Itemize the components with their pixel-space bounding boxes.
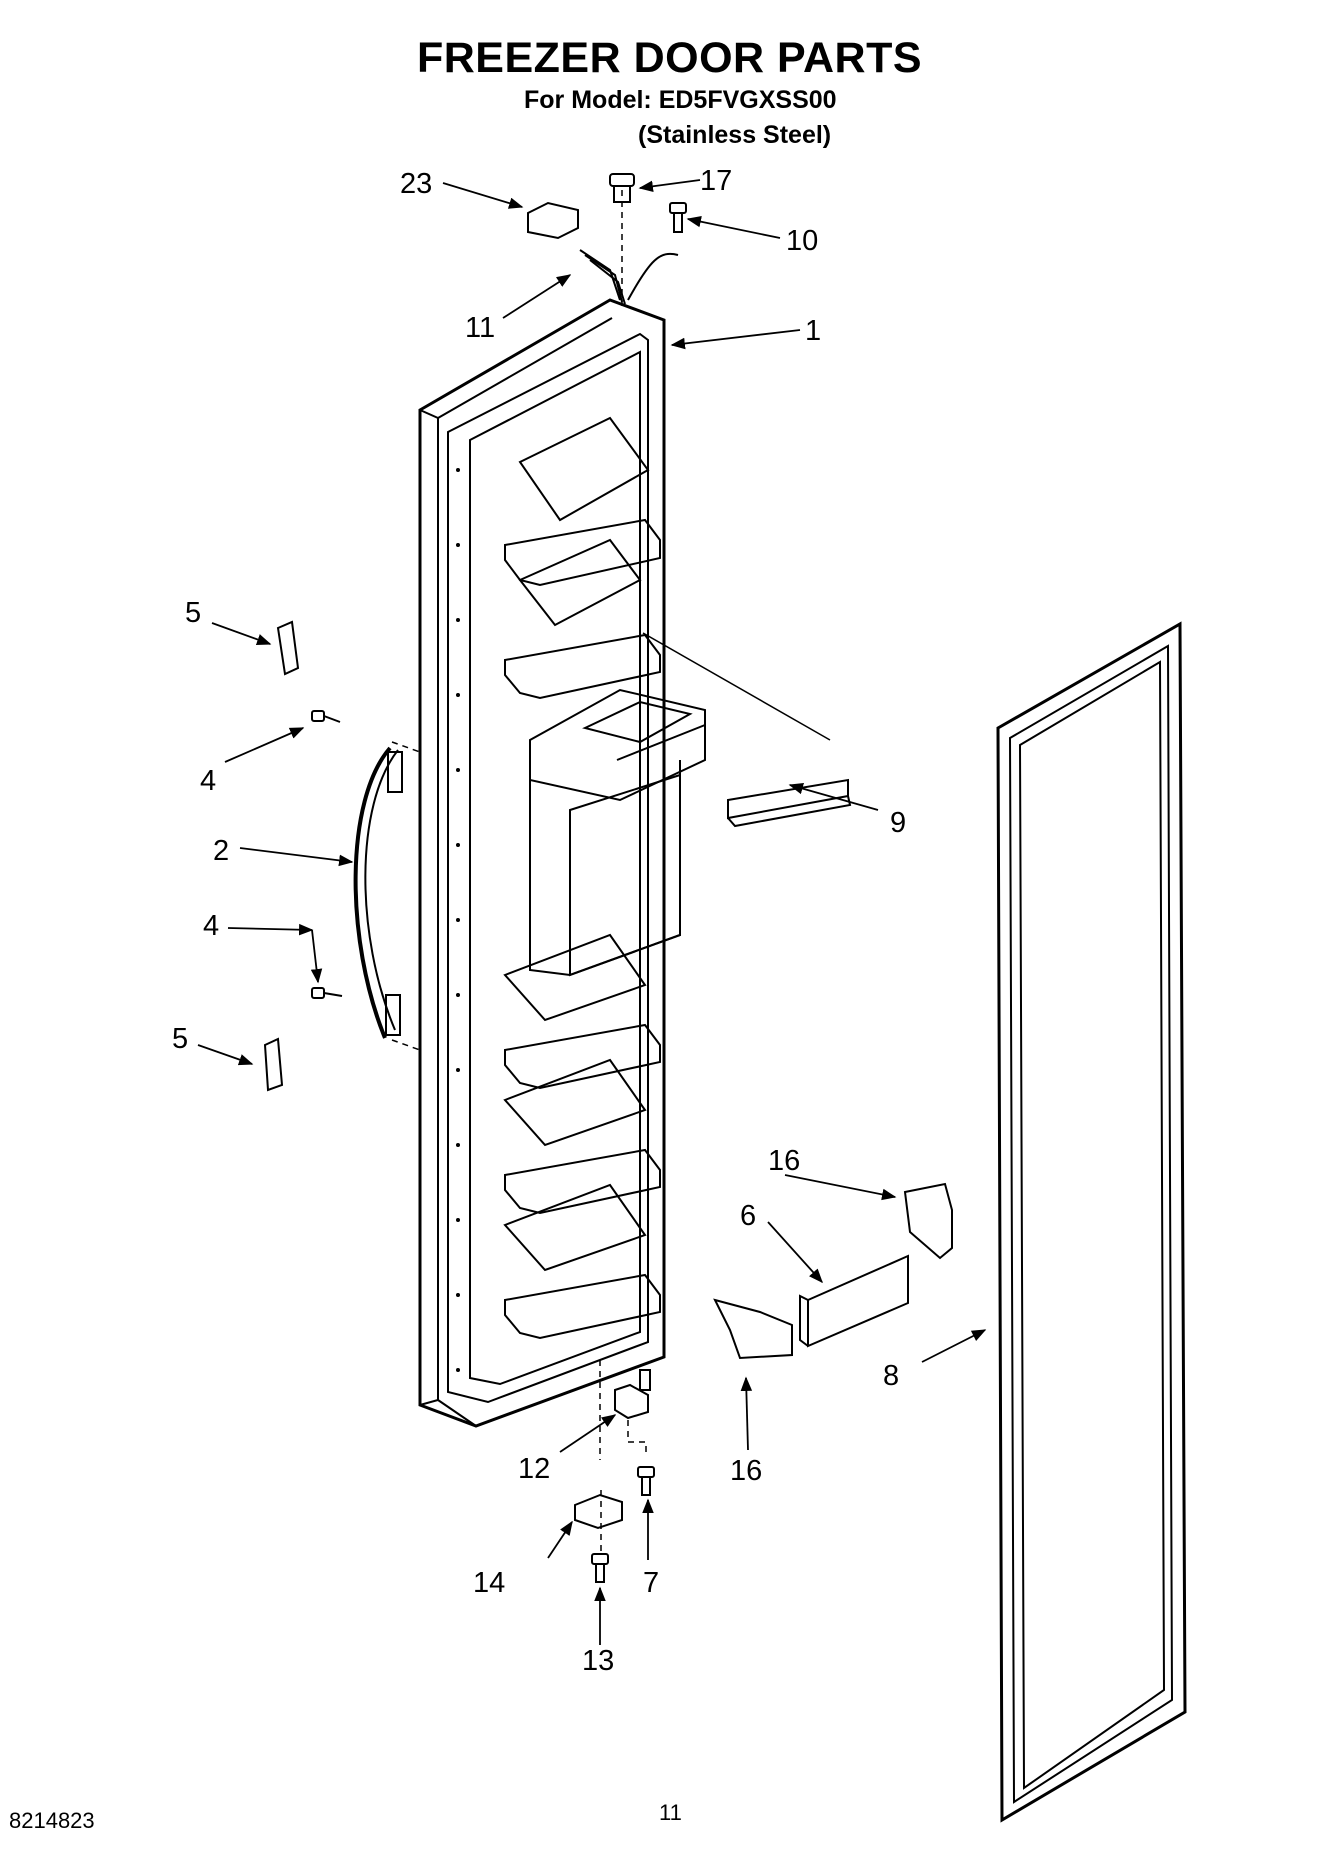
screw-part — [637, 1466, 655, 1496]
hinge-cover-part — [713, 1298, 793, 1360]
callout-7: 7 — [643, 1567, 659, 1599]
document-number: 8214823 — [9, 1808, 95, 1833]
handle-part — [353, 746, 403, 1039]
plug-part — [609, 173, 635, 203]
clip-part — [276, 620, 300, 676]
callout-2: 2 — [213, 835, 229, 867]
callout-5-upper: 5 — [185, 597, 201, 629]
page-number: 11 — [659, 1800, 682, 1825]
callout-16-upper: 16 — [768, 1145, 800, 1177]
hinge-part — [614, 1369, 651, 1420]
hinge-cover-part — [903, 1182, 953, 1260]
callout-4-upper: 4 — [200, 765, 216, 797]
callout-16-lower: 16 — [730, 1455, 762, 1487]
leader-lines — [197, 179, 987, 1645]
wire-harness-part — [579, 249, 679, 305]
callout-6: 6 — [740, 1200, 756, 1232]
door-assembly-part — [418, 298, 706, 1428]
callout-8: 8 — [883, 1360, 899, 1392]
callout-13: 13 — [582, 1645, 614, 1677]
screw-part — [591, 1553, 609, 1583]
screw-part — [311, 710, 341, 723]
screw-part — [311, 987, 343, 999]
finish-label: (Stainless Steel) — [638, 121, 832, 149]
trim-part — [727, 778, 852, 828]
callout-4-lower: 4 — [203, 910, 219, 942]
callout-5-lower: 5 — [172, 1023, 188, 1055]
connector-part — [527, 201, 579, 240]
callout-10: 10 — [786, 225, 818, 257]
callout-12: 12 — [518, 1453, 550, 1485]
hinge-bracket-part — [574, 1493, 623, 1530]
page-title: FREEZER DOOR PARTS — [416, 34, 923, 82]
gasket-part — [996, 621, 1187, 1823]
callout-17: 17 — [700, 165, 732, 197]
callout-1: 1 — [805, 315, 821, 347]
callout-11: 11 — [465, 312, 495, 344]
screw-part — [669, 202, 687, 233]
clip-part — [263, 1037, 284, 1092]
callout-23: 23 — [400, 168, 432, 200]
model-line: For Model: ED5FVGXSS00 — [524, 86, 837, 114]
callout-9: 9 — [890, 807, 906, 839]
trim-bracket-part — [799, 1254, 909, 1348]
callout-14: 14 — [473, 1567, 505, 1599]
